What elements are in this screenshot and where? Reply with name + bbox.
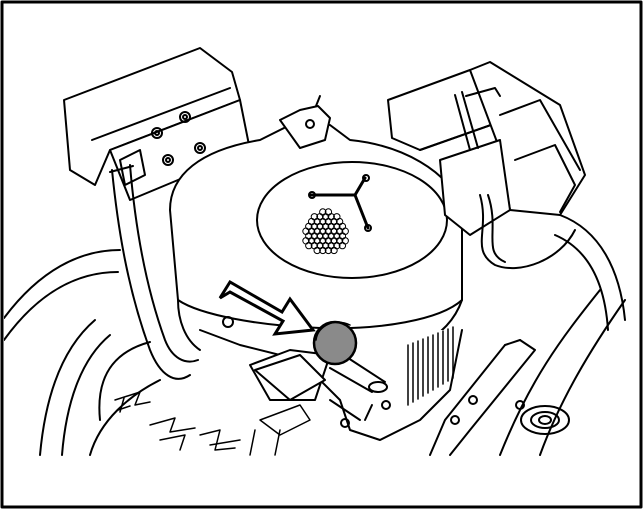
cooling-fins (407, 326, 454, 406)
grille-cell (324, 246, 333, 255)
grille-cell (338, 241, 347, 250)
lower-left-parts (114, 391, 311, 456)
tractor-frame-right (499, 214, 626, 456)
engine-shroud (169, 119, 463, 351)
grille-cell (330, 246, 338, 255)
tractor-frame-left (4, 249, 161, 456)
vertical-tube (109, 164, 199, 380)
grille-cell (305, 241, 313, 250)
oil-drain-plug (312, 320, 358, 366)
linkage-arm (429, 339, 570, 456)
grille-cell (319, 246, 327, 255)
top-bracket (279, 95, 331, 149)
oil-fill-cylinder (254, 354, 326, 401)
hollow-arrow-icon (218, 279, 316, 336)
left-cover-panel (63, 47, 251, 201)
wiring (98, 194, 576, 421)
grille-cell (313, 246, 321, 255)
air-intake-grille (302, 208, 349, 255)
flywheel-cover (256, 161, 448, 279)
oil-drain-pipe (329, 355, 388, 393)
